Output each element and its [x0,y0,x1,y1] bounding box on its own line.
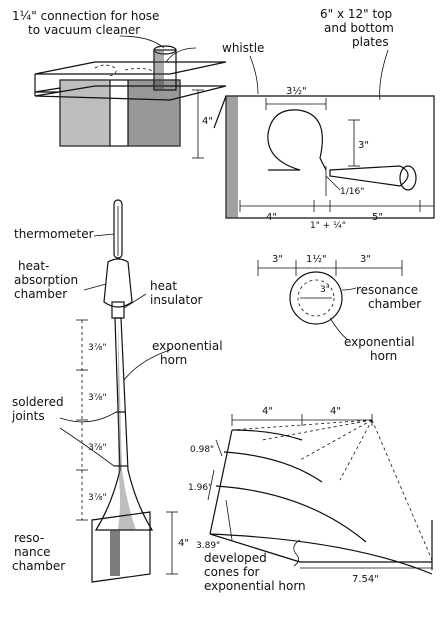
heat-absorption-label-2: absorption [14,273,78,287]
res-mid-dim: 1½" [306,253,327,265]
cone-098-dim: 0.98" [190,445,214,455]
developed-cones-label-2: cones for [204,565,260,579]
thermometer-label: thermometer [14,227,94,241]
soldered-joints-label-2: joints [11,409,45,423]
resonance-chamber-plan: 3" 1½" 3" 3" [257,253,403,341]
plates-label-2: and bottom [324,21,394,35]
exp-horn-right-label-2: horn [370,349,397,363]
plates-label-3: plates [352,35,389,49]
horn-seg1-dim: 3⅞" [88,343,107,353]
res-left-dim: 3" [272,254,283,265]
whistle-bottom-mid-dim: 1" + ¼" [310,221,346,231]
heat-absorption-label-1: heat- [18,259,49,273]
cone-top-right-dim: 4" [330,406,341,417]
cone-top-left-dim: 4" [262,406,273,417]
exponential-horn-label-2: horn [160,353,187,367]
whistle-right-dim: 3" [358,140,369,151]
plates-label-1: 6" x 12" top [320,7,392,21]
horn-seg2-dim: 3⅞" [88,393,107,403]
hose-connection-label-1: 1¼" connection for hose [12,9,159,23]
whistle-top-dim: 3½" [286,85,307,97]
developed-cones-drawing: 4" 4" 7.54" 0.98" 1.96" 3.89" [188,406,433,585]
whistle-bottom-right-dim: 5" [372,212,383,223]
exp-horn-right-label-1: exponential [344,335,415,349]
resonance-chamber-left-label-2: nance [14,545,51,559]
hose-connection-label-2: to vacuum cleaner [28,23,140,37]
box-height-dim: 4" [202,116,213,127]
exponential-horn-label-1: exponential [152,339,223,353]
cone-196-dim: 1.96" [188,483,212,493]
developed-cones-label-3: exponential horn [204,579,306,593]
resonance-chamber-right-label-1: resonance [356,283,418,297]
whistle-label: whistle [222,41,264,55]
whistle-box-drawing: 4" [34,35,227,159]
res-circle-dim: 3" [320,285,330,295]
horn-seg4-dim: 3⅞" [88,493,107,503]
whistle-plate-plan: 3½" 3" 1/16" 4" 1" + ¼" 5" [213,85,435,231]
cone-754-dim: 7.54" [352,574,379,585]
heat-absorption-label-3: chamber [14,287,67,301]
developed-cones-label-1: developed [204,551,267,565]
horn-assembly-drawing: 3⅞" 3⅞" 3⅞" 3⅞" 4" [59,199,189,583]
res-right-dim: 3" [360,254,371,265]
heat-insulator-label-1: heat [150,279,177,293]
resonance-chamber-left-label-1: reso- [14,531,44,545]
whistle-bottom-left-dim: 4" [266,212,277,223]
chamber-height-dim: 4" [178,538,189,549]
resonance-chamber-left-label-3: chamber [12,559,65,573]
heat-insulator-label-2: insulator [150,293,203,307]
whistle-small-dim: 1/16" [340,187,364,197]
cone-389-dim: 3.89" [196,541,220,551]
resonance-chamber-right-label-2: chamber [368,297,421,311]
horn-seg3-dim: 3⅞" [88,443,107,453]
soldered-joints-label-1: soldered [12,395,64,409]
